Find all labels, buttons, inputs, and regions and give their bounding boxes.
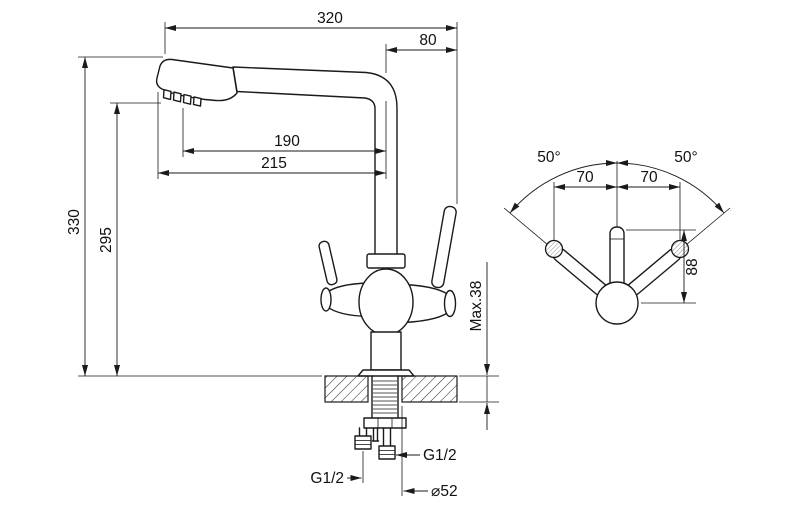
dim-span-70-left: 70 [553, 169, 617, 240]
body-collar [366, 253, 406, 269]
thread-label-right: G1/2 [423, 447, 457, 464]
body-top-view [595, 281, 639, 325]
angle-label-right: 50° [674, 149, 697, 166]
dim-reach-190: 190 [182, 101, 387, 179]
knob-left [544, 239, 564, 259]
angle-arc-right [616, 160, 725, 214]
angle-label-left: 50° [537, 149, 560, 166]
dimensions-side-view: 320 80 190 215 330 295 [66, 10, 499, 500]
left-handle-lever [318, 240, 338, 286]
dim-span-70-right: 70 [617, 169, 681, 240]
aerator-teeth [162, 89, 202, 107]
thread-label-left: G1/2 [310, 470, 344, 487]
dim-label-max38: Max.38 [468, 281, 485, 332]
faucet-top-view: 50° 50° 70 70 88 [503, 149, 731, 325]
countertop [324, 375, 458, 403]
body-cylinder [370, 331, 402, 371]
dim-label-330: 330 [66, 209, 83, 235]
dim-label-80: 80 [419, 32, 437, 49]
right-handle-lever [431, 205, 457, 289]
right-valve-cap [443, 289, 457, 318]
dim-label-215: 215 [261, 155, 287, 172]
label-thread-left: G1/2 [310, 451, 364, 487]
dim-angle-right: 50° [674, 149, 697, 166]
label-thread-right: G1/2 [396, 447, 457, 464]
dim-label-70-right: 70 [640, 169, 658, 186]
dim-label-295: 295 [98, 227, 115, 253]
dim-angle-left: 50° [537, 149, 560, 166]
faucet-side-view [155, 58, 457, 377]
supply-connections [354, 375, 407, 460]
dim-height-330: 330 [66, 56, 322, 377]
knob-right [670, 239, 690, 259]
counter-right-section [401, 375, 458, 403]
angle-arc-left [509, 160, 618, 214]
dim-height-295: 295 [98, 102, 161, 376]
shank-threads [373, 380, 397, 414]
dim-lever-offset-80: 80 [385, 32, 457, 73]
dim-max-counter-thickness: Max.38 [459, 262, 499, 430]
dim-label-320: 320 [317, 10, 343, 27]
dim-label-190: 190 [274, 133, 300, 150]
hose-connector-right [378, 445, 396, 460]
mounting-nut [363, 417, 407, 429]
label-hole-diameter: ⌀52 [401, 406, 458, 500]
hose-connector-left [354, 435, 372, 450]
dim-label-88: 88 [684, 258, 701, 275]
dim-label-70-left: 70 [576, 169, 594, 186]
dim-label-dia52: ⌀52 [431, 483, 458, 500]
counter-left-section [324, 375, 369, 403]
dim-total-width-320: 320 [164, 10, 458, 204]
left-valve-cap [320, 287, 332, 312]
spout-tube [232, 66, 398, 257]
body-base [357, 369, 415, 377]
body-bulge [358, 268, 414, 336]
dim-projection-88: 88 [626, 229, 701, 304]
dim-reach-215: 215 [157, 92, 386, 179]
